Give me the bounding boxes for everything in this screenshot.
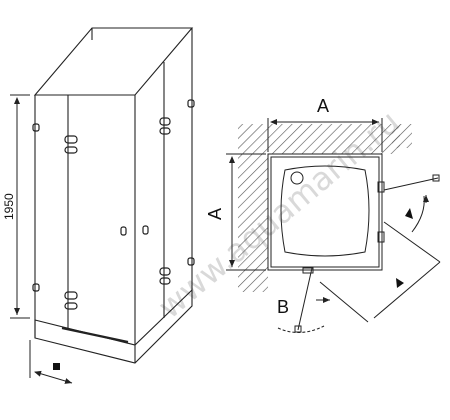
height-value: 1950: [2, 193, 16, 220]
plan-view: [226, 118, 441, 333]
base-depth-indicator: [29, 340, 73, 384]
drain-icon: [290, 171, 304, 185]
label-a-side: A: [205, 208, 225, 220]
wall-top: [238, 124, 400, 154]
shower-tray-plan: [280, 165, 370, 257]
label-a-top: A: [317, 96, 329, 116]
enclosure-3d-view: [32, 27, 195, 364]
top-frame: [33, 27, 194, 96]
height-dimension: [10, 94, 30, 319]
hinge-icon: [32, 99, 195, 310]
wall-left: [238, 154, 268, 292]
arrow-icon: [396, 278, 404, 288]
label-b: B: [277, 297, 289, 317]
